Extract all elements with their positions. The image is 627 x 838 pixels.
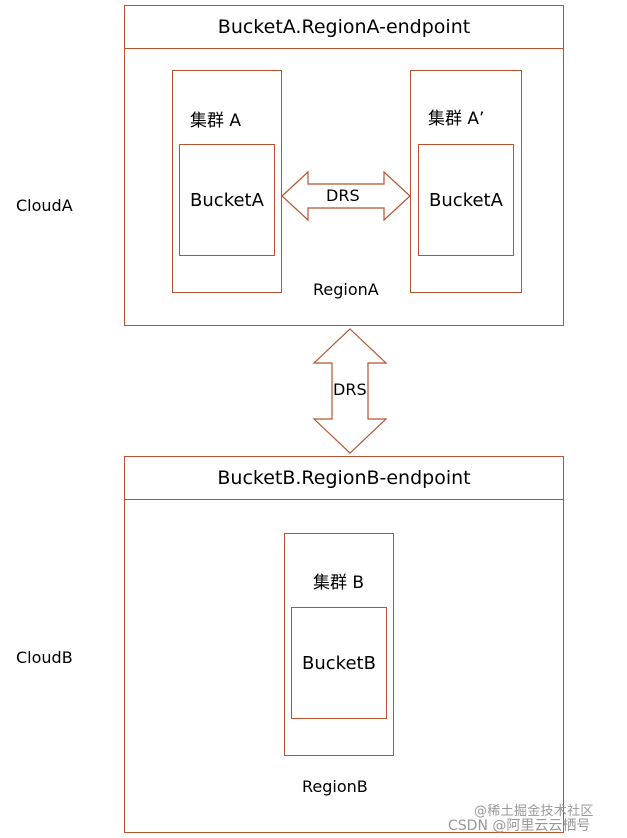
cluster-a-title: 集群 A <box>190 111 242 131</box>
cloud-a-label: CloudA <box>16 196 73 215</box>
cloud-b-label: CloudB <box>16 648 73 667</box>
region-a-label: RegionA <box>313 280 379 299</box>
cloud-b-endpoint-header: BucketB.RegionB-endpoint <box>124 456 564 500</box>
drs-horizontal-label: DRS <box>326 186 360 205</box>
watermark-line-2: CSDN @阿里云云栖号 <box>448 818 591 834</box>
bucket-a-right-text: BucketA <box>429 189 503 211</box>
cluster-b-title: 集群 B <box>313 573 365 593</box>
drs-vertical-arrow-icon <box>312 328 388 454</box>
drs-horizontal-arrow-icon <box>281 170 411 222</box>
bucket-a-left-text: BucketA <box>190 189 264 211</box>
bucket-b: BucketB <box>291 607 387 719</box>
bucket-b-text: BucketB <box>302 652 376 674</box>
bucket-a-right: BucketA <box>418 144 514 256</box>
cloud-b-endpoint-text: BucketB.RegionB-endpoint <box>217 467 471 489</box>
region-b-label: RegionB <box>302 777 368 796</box>
drs-vertical-label: DRS <box>333 380 367 399</box>
cluster-a-prime-title: 集群 A’ <box>428 109 485 129</box>
cloud-a-endpoint-text: BucketA.RegionA-endpoint <box>217 16 471 38</box>
cloud-a-endpoint-header: BucketA.RegionA-endpoint <box>124 5 564 49</box>
watermark-line-1: @稀土掘金技术社区 <box>474 804 594 819</box>
bucket-a-left: BucketA <box>179 144 275 256</box>
